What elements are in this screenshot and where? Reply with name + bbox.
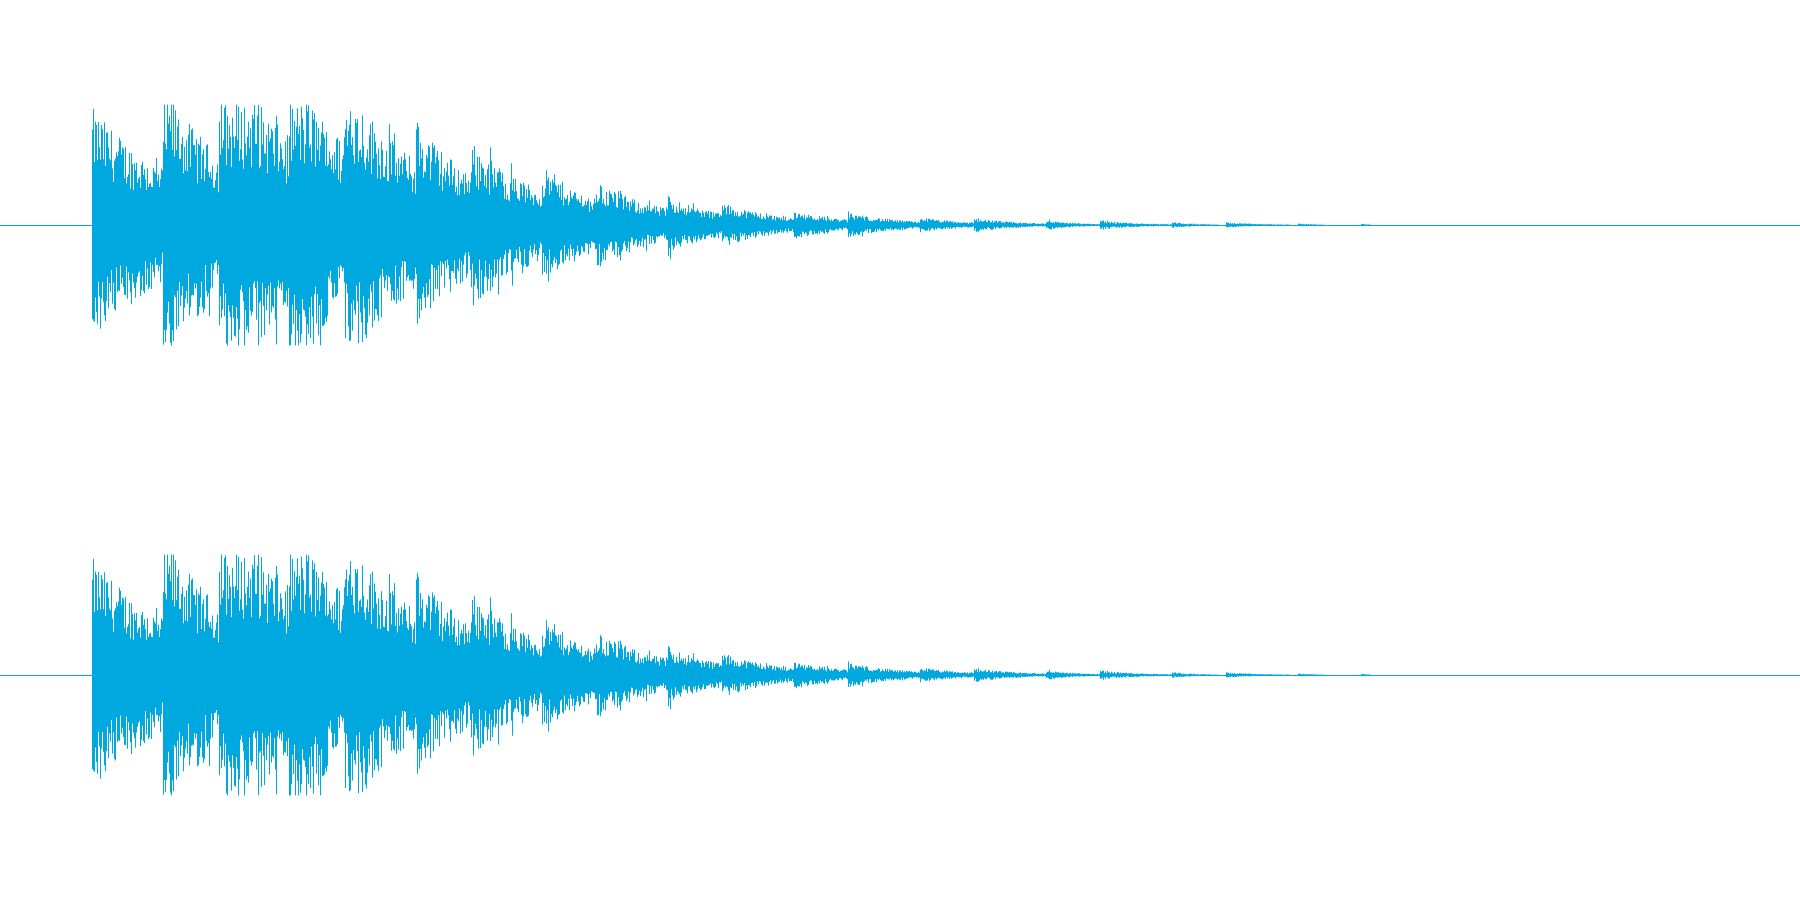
channel-1-samples	[92, 104, 1371, 346]
channel-1-waveform[interactable]	[0, 104, 1800, 346]
channel-2-waveform[interactable]	[0, 554, 1800, 796]
channel-2-samples	[92, 554, 1371, 796]
